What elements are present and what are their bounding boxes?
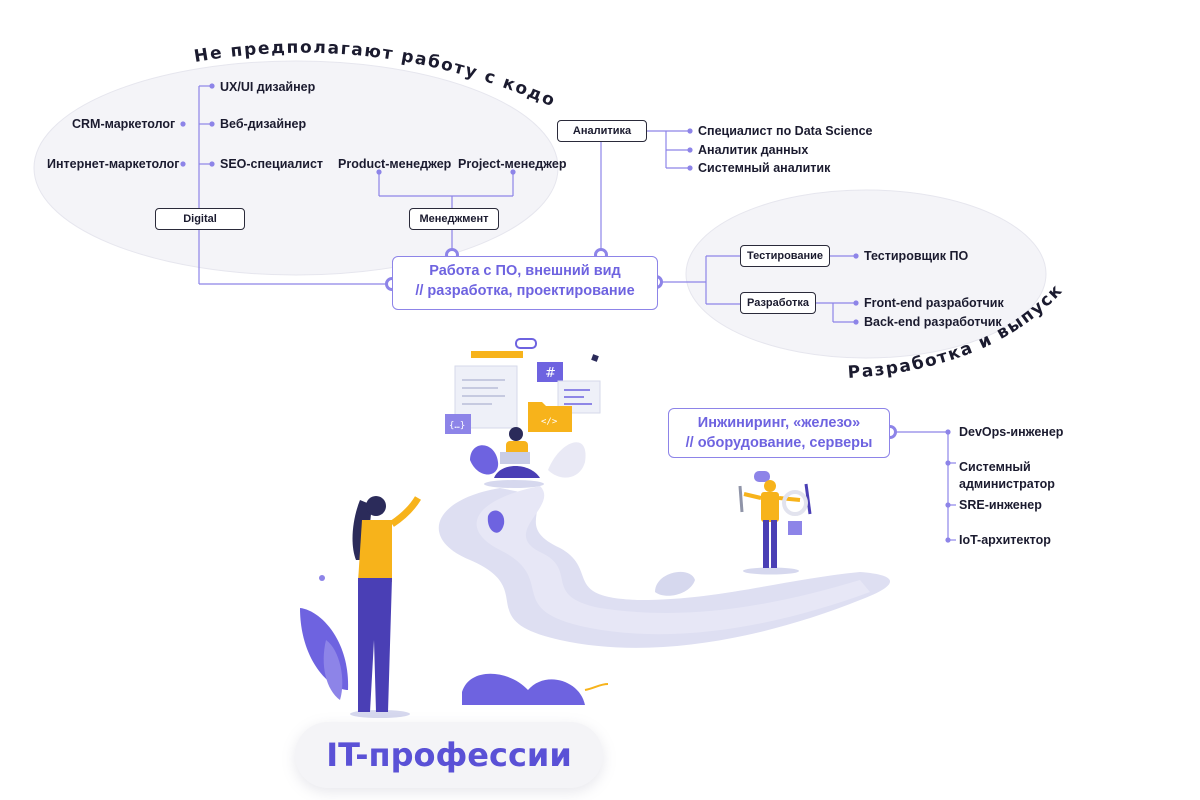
laptop-scene-illustration: # </> {…} <box>445 338 601 488</box>
testing-item-tester: Тестировщик ПО <box>864 249 969 263</box>
engineering-line1: Инжиниринг, «железо» <box>697 415 861 431</box>
management-item-product: Product-менеджер <box>338 157 452 171</box>
software-line1: Работа с ПО, внешний вид <box>429 263 621 279</box>
engineer-illustration <box>655 471 812 596</box>
software-box: Работа с ПО, внешний вид // разработка, … <box>392 256 658 310</box>
svg-text:#: # <box>545 366 556 381</box>
management-box: Менеджмент <box>409 208 499 230</box>
svg-text:{…}: {…} <box>449 421 465 431</box>
marketer-crm: CRM-маркетолог <box>72 117 176 131</box>
digital-item-web-designer: Веб-дизайнер <box>220 117 307 131</box>
digital-box: Digital <box>155 208 245 230</box>
dev-ellipse <box>685 189 1047 359</box>
development-item-frontend: Front-end разработчик <box>864 296 1004 310</box>
testing-box: Тестирование <box>740 245 830 267</box>
connector-dots <box>180 83 951 543</box>
marketer-internet: Интернет-маркетолог <box>47 157 180 171</box>
title-pill <box>295 722 603 788</box>
page-title: IT-профессии <box>326 736 572 774</box>
engineering-line2: // оборудование, серверы <box>685 435 873 451</box>
engineering-item-sysadmin: Системный администратор <box>959 460 1055 491</box>
svg-text:</>: </> <box>541 417 558 427</box>
analytics-item-data-science: Специалист по Data Science <box>698 124 873 138</box>
management-item-project: Project-менеджер <box>458 157 567 171</box>
development-item-backend: Back-end разработчик <box>864 315 1002 329</box>
digital-connectors <box>198 85 956 541</box>
engineering-item-iot: IoT-архитектор <box>959 533 1051 547</box>
digital-item-seo: SEO-специалист <box>220 157 324 171</box>
analytics-item-system-analyst: Системный аналитик <box>698 161 831 175</box>
engineering-item-devops: DevOps-инженер <box>959 425 1064 439</box>
analytics-box: Аналитика <box>557 120 647 142</box>
engineering-box: Инжиниринг, «железо» // оборудование, се… <box>668 408 890 458</box>
road-path-2 <box>476 486 870 635</box>
digital-item-ux-ui: UX/UI дизайнер <box>220 80 316 94</box>
engineering-item-sre: SRE-инженер <box>959 498 1042 512</box>
development-box: Разработка <box>740 292 816 314</box>
software-line2: // разработка, проектирование <box>415 283 635 299</box>
woman-illustration <box>300 496 609 718</box>
analytics-item-data-analyst: Аналитик данных <box>698 143 809 157</box>
